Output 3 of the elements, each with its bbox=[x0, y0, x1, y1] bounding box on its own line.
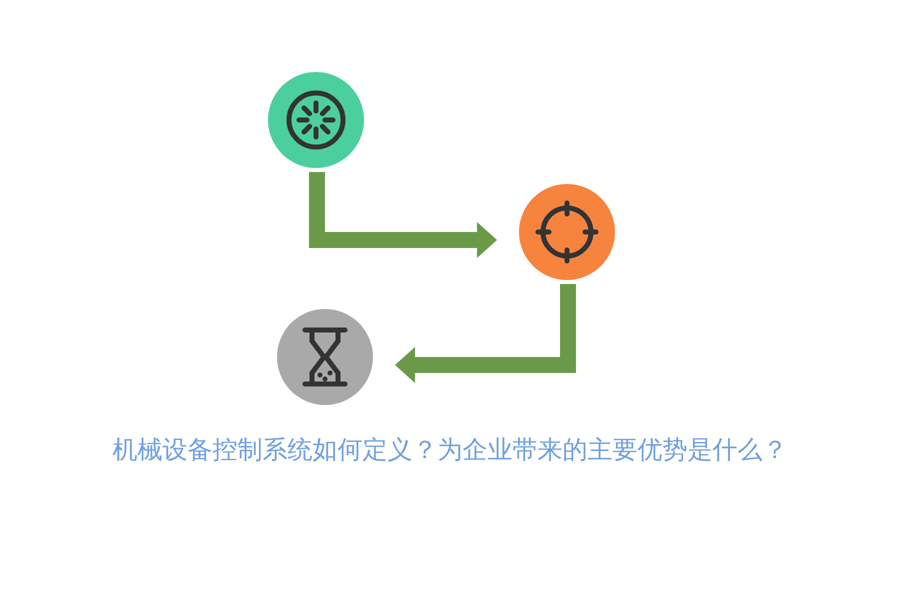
arrow bbox=[309, 172, 497, 258]
title: 机械设备控制系统如何定义？为企业带来的主要优势是什么？ bbox=[112, 434, 788, 466]
arrow bbox=[395, 284, 576, 383]
